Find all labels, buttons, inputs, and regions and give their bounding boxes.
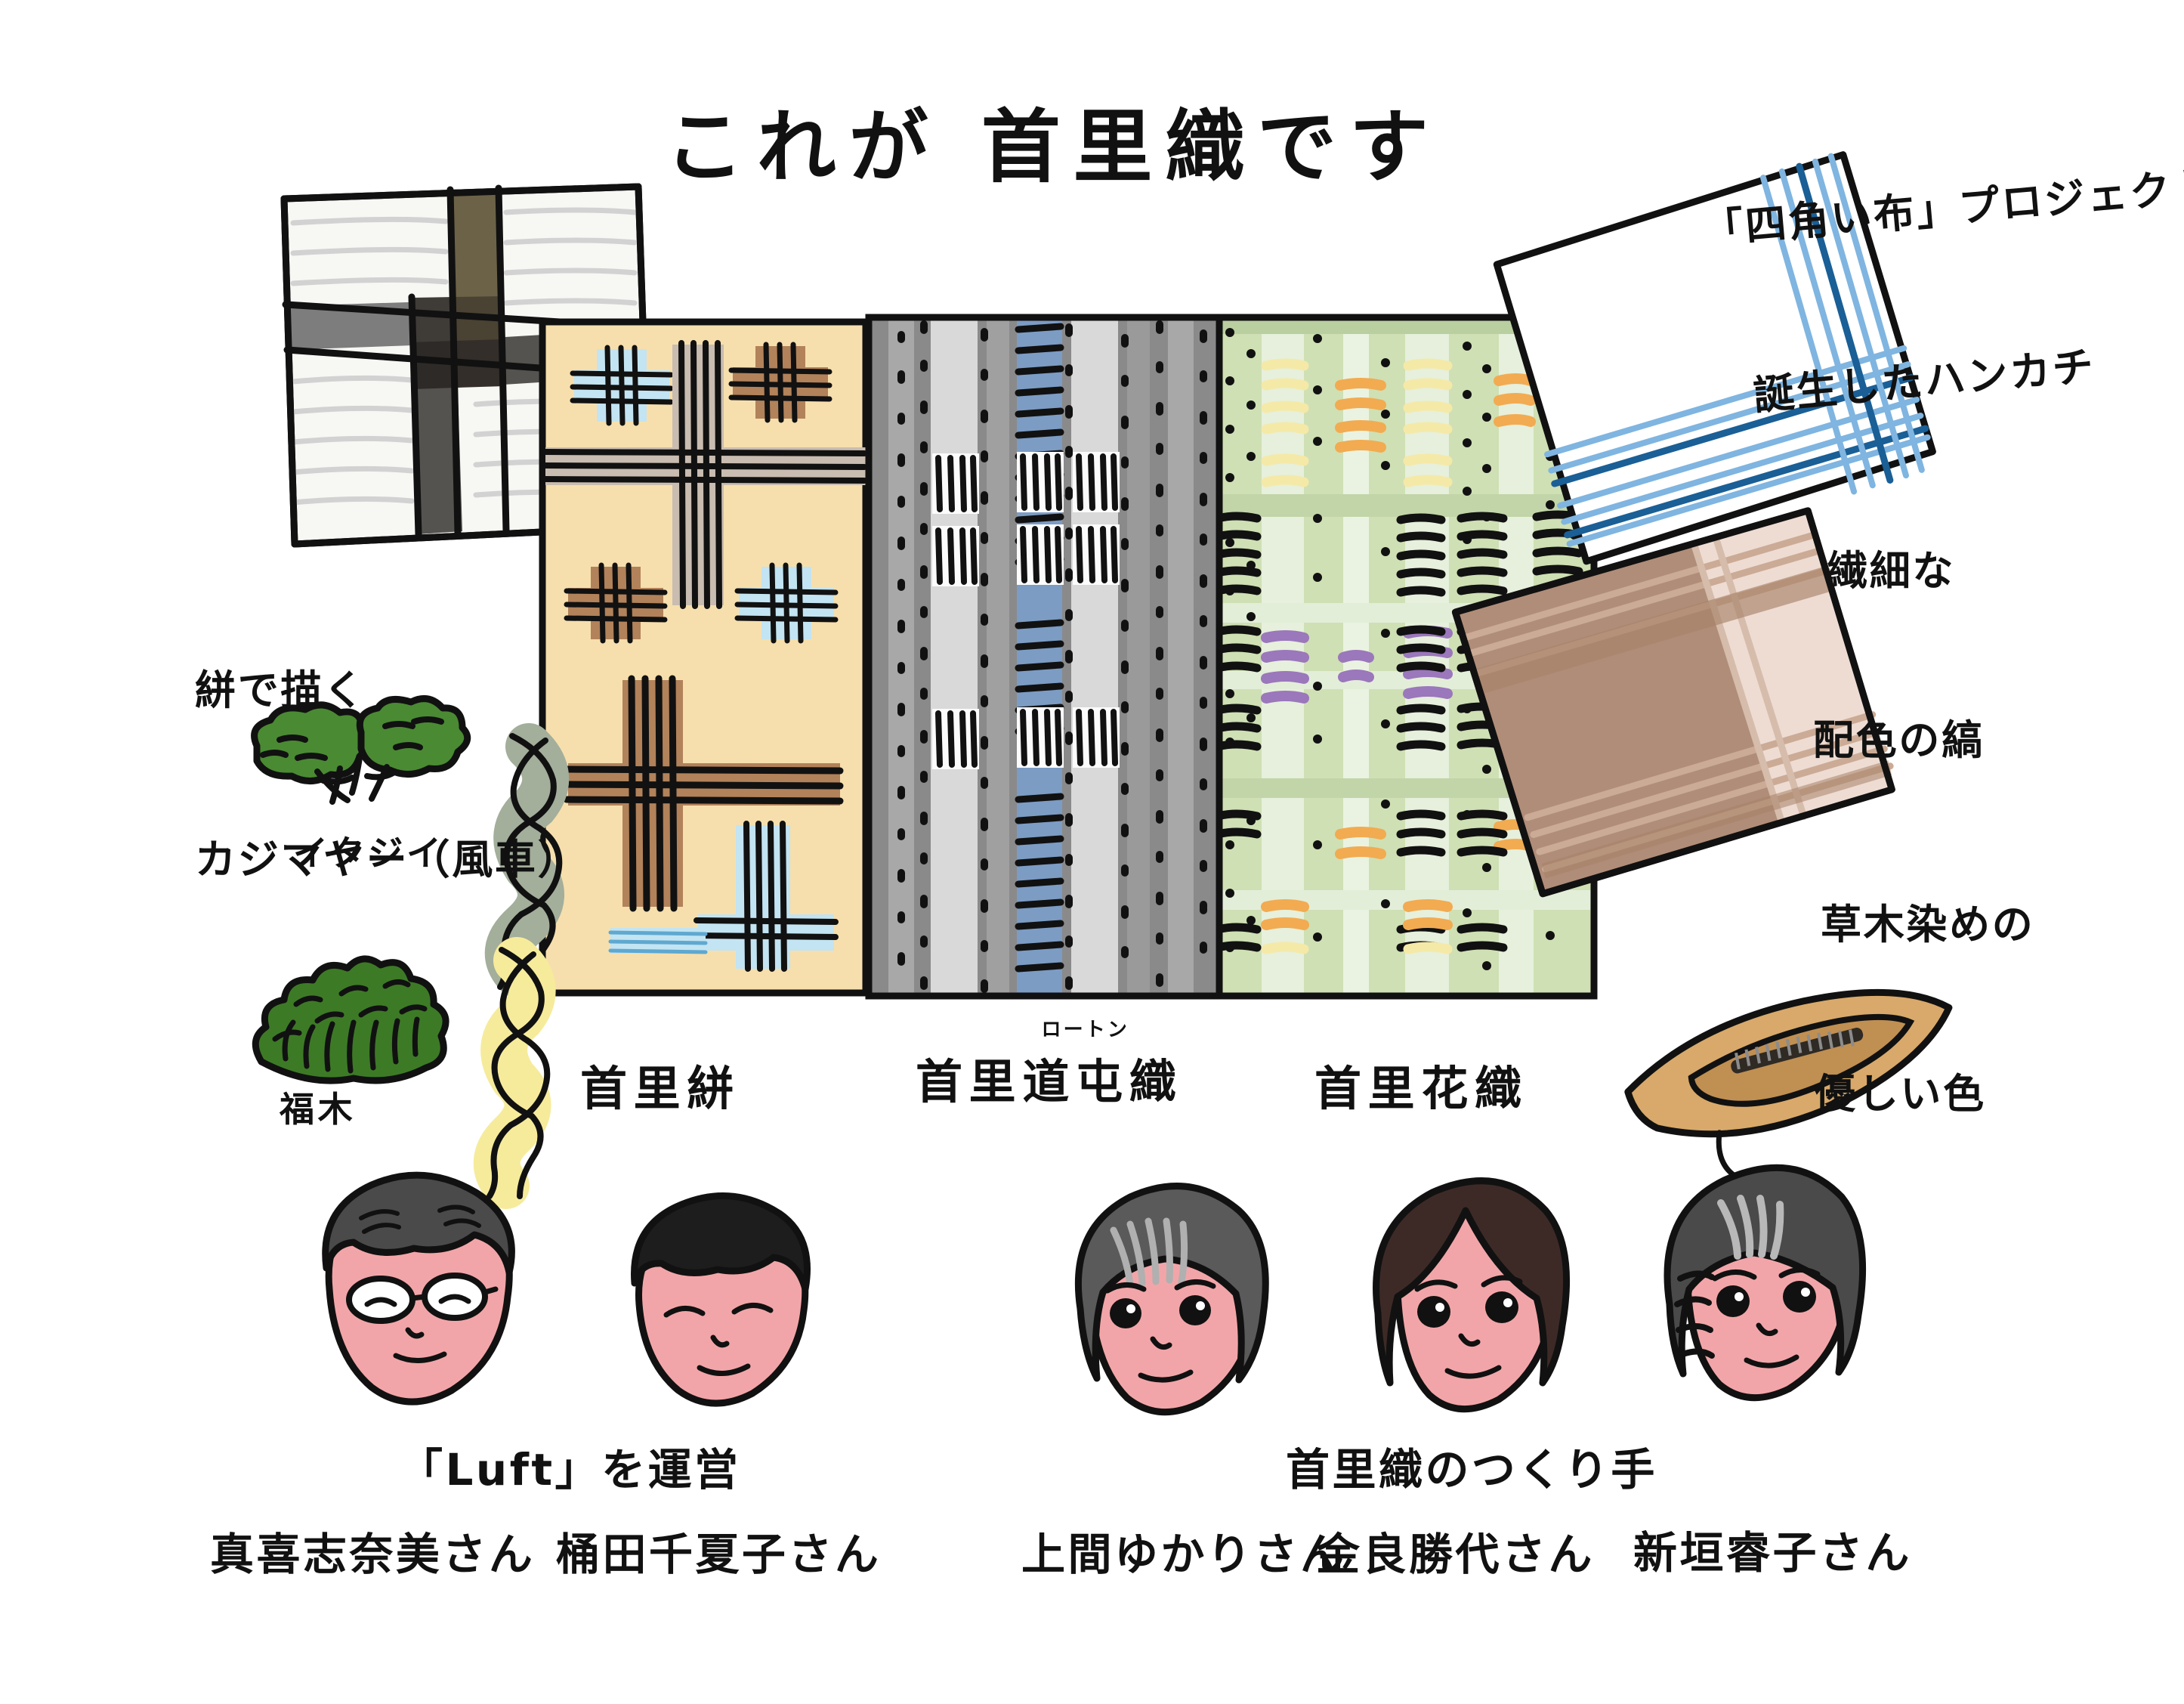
- annotation-plant-dye: 草木染めの 優しい色: [1815, 784, 2035, 1235]
- plant-label-fukugi: 福木: [280, 1089, 357, 1130]
- plant-fukugi: [252, 955, 449, 1084]
- group-role-luft: 「Luft」を運営: [399, 1444, 741, 1495]
- annotation-plant-dye-line1: 草木染めの: [1821, 901, 2035, 949]
- annotation-stripes: 繊細な 配色の縞: [1813, 431, 1985, 881]
- annotation-handkerchief-line1: 「四角い布」プロジェクトから: [1701, 154, 2184, 255]
- yarn-fukugi: [473, 937, 556, 1209]
- page-title: これが 首里織です: [665, 101, 1441, 193]
- annotation-handkerchief-line2: 誕生したハンカチ: [1751, 342, 2098, 419]
- avatar-kanera-katsuyo: [1373, 1177, 1571, 1413]
- fabric-label-routon-text: 首里道屯織: [916, 1054, 1183, 1109]
- avatar-uema-yukari: [1074, 1183, 1269, 1416]
- annotation-kasuri: 絣で描く カジマヤー（風車）: [195, 550, 580, 1000]
- fabric-shuri-routon: [865, 314, 1225, 1000]
- avatar-aragaki-eiko: [1663, 1164, 1867, 1402]
- fabric-label-kasuri-text: 首里絣: [580, 1061, 741, 1116]
- fabric-label-routon-ruby: ロートン: [1041, 1019, 1129, 1041]
- annotation-stripes-line1: 繊細な: [1827, 547, 1956, 595]
- fabric-label-hanaori-text: 首里花織: [1314, 1061, 1528, 1116]
- fabric-label-hanaori: 首里花織: [1314, 1050, 1528, 1118]
- group-role-makers: 首里織のつくり手: [1286, 1444, 1657, 1495]
- person-name-uema-yukari: 上間ゆかりさん: [1021, 1529, 1347, 1580]
- fabric-shuri-hanaori: [1216, 314, 1598, 1000]
- plant-label-itajii: イタジイ: [293, 833, 445, 874]
- annotation-kasuri-line2: カジマヤー（風車）: [195, 835, 581, 883]
- white-checked-cloth: [280, 183, 653, 548]
- fabric-label-kasuri: 首里絣: [580, 1050, 740, 1118]
- person-name-makishi-nami: 真喜志奈美さん: [210, 1529, 536, 1580]
- annotation-stripes-line2: 配色の縞: [1813, 716, 1985, 764]
- person-name-aragaki-eiko: 新垣睿子さん: [1633, 1527, 1912, 1579]
- weaving-shuttle: [1624, 988, 1953, 1187]
- plant-itajii: [251, 695, 471, 805]
- fabric-label-routon: ロートン 首里道屯織: [916, 1014, 1182, 1112]
- annotation-plant-dye-line2: 優しい色: [1815, 1069, 1986, 1118]
- fabric-shuri-kasuri: [539, 318, 870, 997]
- person-name-okeda-chikako: 桶田千夏子さん: [556, 1529, 882, 1580]
- handkerchief: [1493, 151, 1936, 565]
- brown-cloth: [1451, 507, 1895, 898]
- annotation-kasuri-line1: 絣で描く: [195, 666, 366, 715]
- avatar-okeda-chikako: [631, 1192, 811, 1407]
- avatar-makishi-nami: [322, 1171, 515, 1406]
- person-name-kanera-katsuyo: 金良勝代さん: [1316, 1529, 1595, 1580]
